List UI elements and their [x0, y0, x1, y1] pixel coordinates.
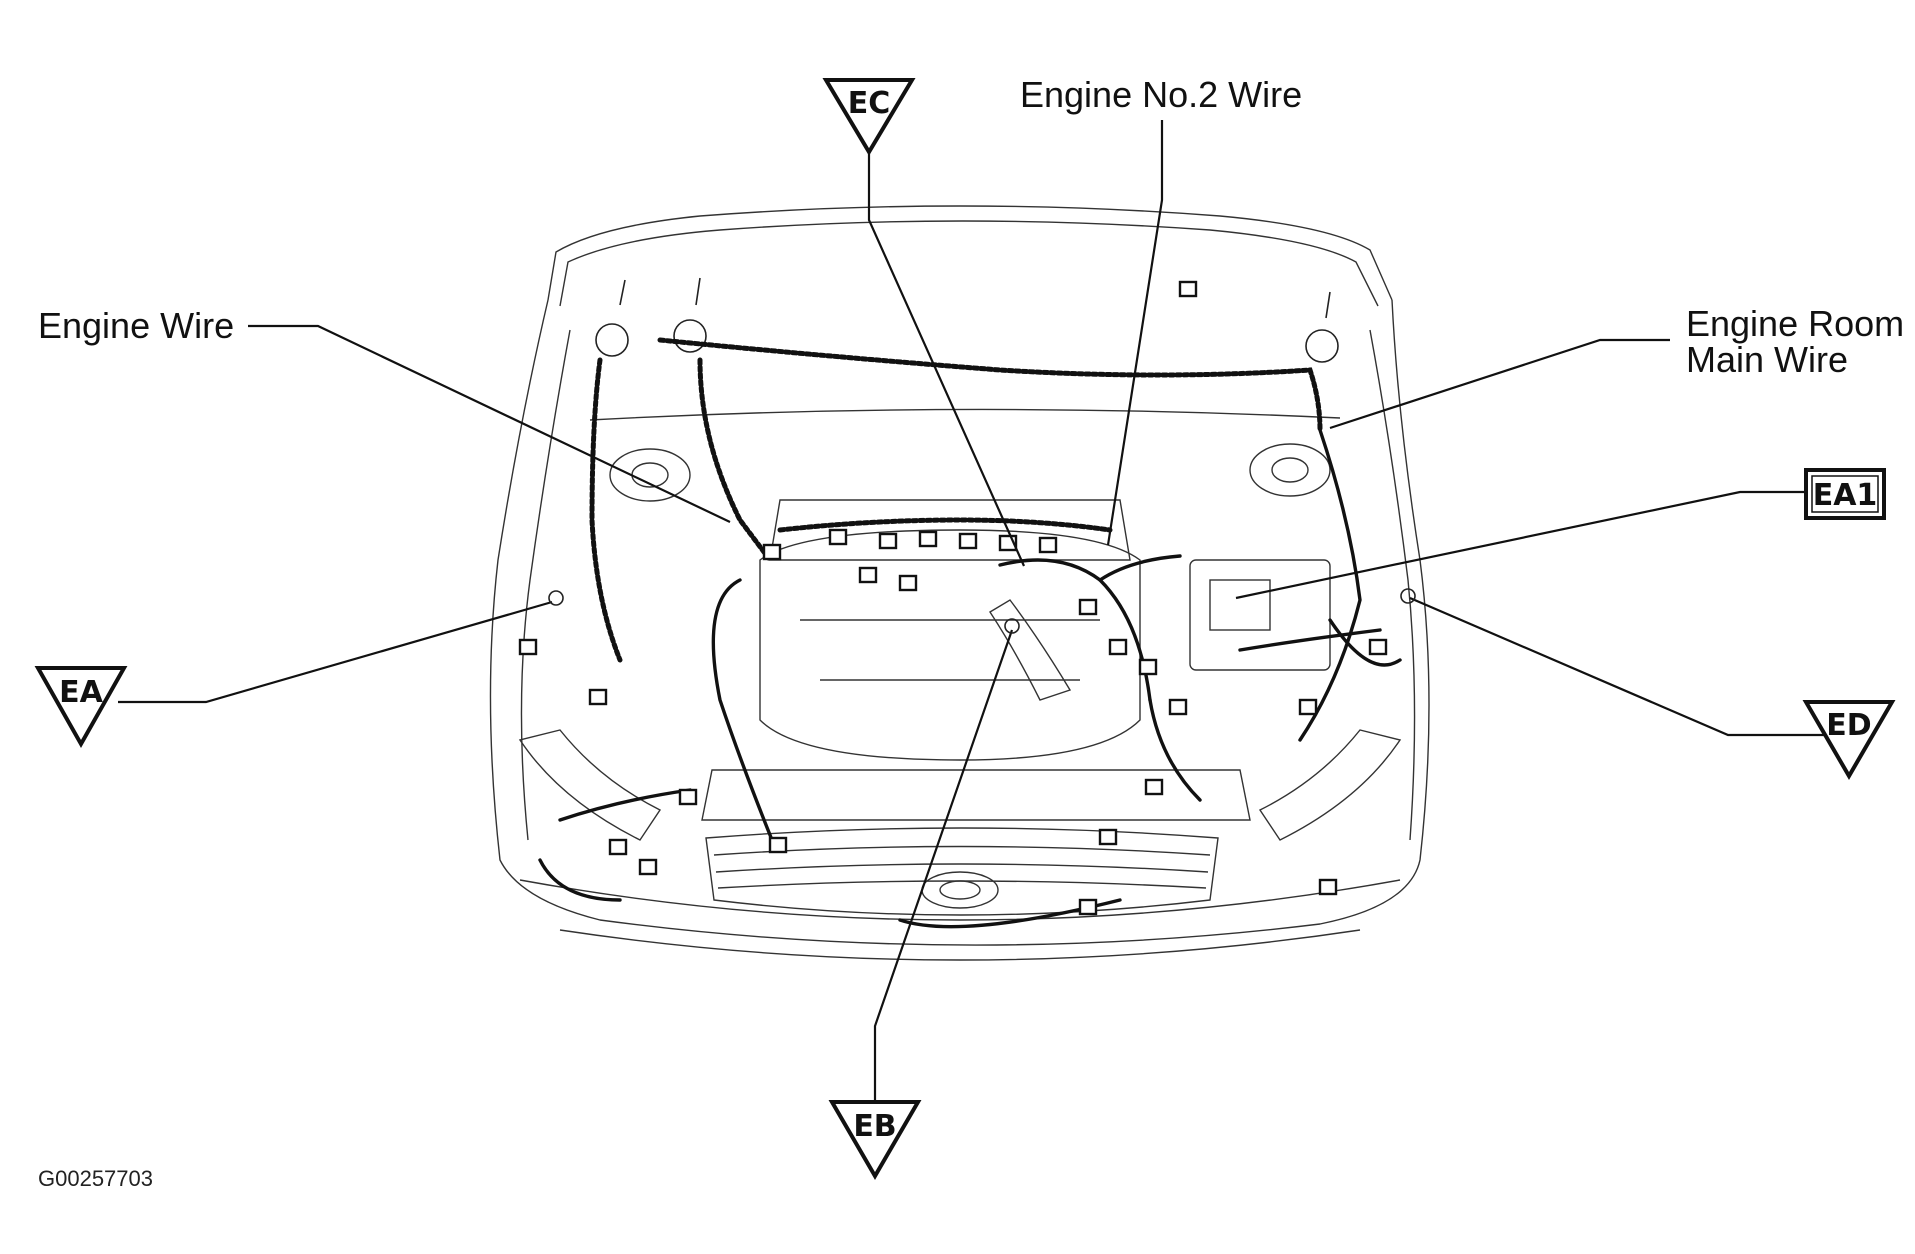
ground-point-ec-label: EC — [848, 86, 891, 121]
eb-ground-point — [1004, 618, 1020, 634]
harness-connectors — [518, 280, 1388, 916]
ground-point-ed-label: ED — [1826, 708, 1871, 743]
engine-room-main-wire-label-line2: Main Wire — [1686, 339, 1848, 380]
ea1-leader — [1235, 490, 1804, 600]
ed-leader — [1409, 596, 1842, 737]
ground-point-ea: EA — [34, 666, 128, 749]
engine-no2-wire-leader — [1106, 120, 1164, 546]
engine-no2-wire-label: Engine No.2 Wire — [1020, 74, 1302, 115]
connector-ea1-label: EA1 — [1813, 478, 1878, 513]
callout-leader-lines — [118, 120, 1842, 1100]
eb-leader — [873, 629, 1014, 1100]
ec-leader — [867, 150, 1026, 567]
ground-point-eb-label: EB — [853, 1109, 896, 1144]
connector-ea1: EA1 — [1804, 468, 1886, 520]
ea-leader — [118, 600, 553, 704]
ground-point-ed: ED — [1802, 700, 1896, 780]
figure-id: G00257703 — [38, 1166, 153, 1191]
ground-point-eb: EB — [828, 1100, 922, 1180]
engine-wire-leader — [248, 324, 731, 523]
engine-room-main-wire-label-line1: Engine Room — [1686, 303, 1904, 344]
engine-wire-label: Engine Wire — [38, 305, 234, 346]
ed-ground-point — [1400, 588, 1416, 604]
engine-no2-wire-harness — [998, 554, 1202, 802]
vehicle-body-outline — [489, 205, 1430, 961]
ground-point-ea-label: EA — [59, 675, 103, 710]
engine-room-main-wire-harness — [589, 337, 1402, 742]
engine-wire-harness — [538, 357, 1122, 929]
engine-room-main-wire-leader — [1329, 338, 1670, 430]
ground-point-ec: EC — [822, 78, 916, 156]
ea-ground-point — [548, 590, 564, 606]
